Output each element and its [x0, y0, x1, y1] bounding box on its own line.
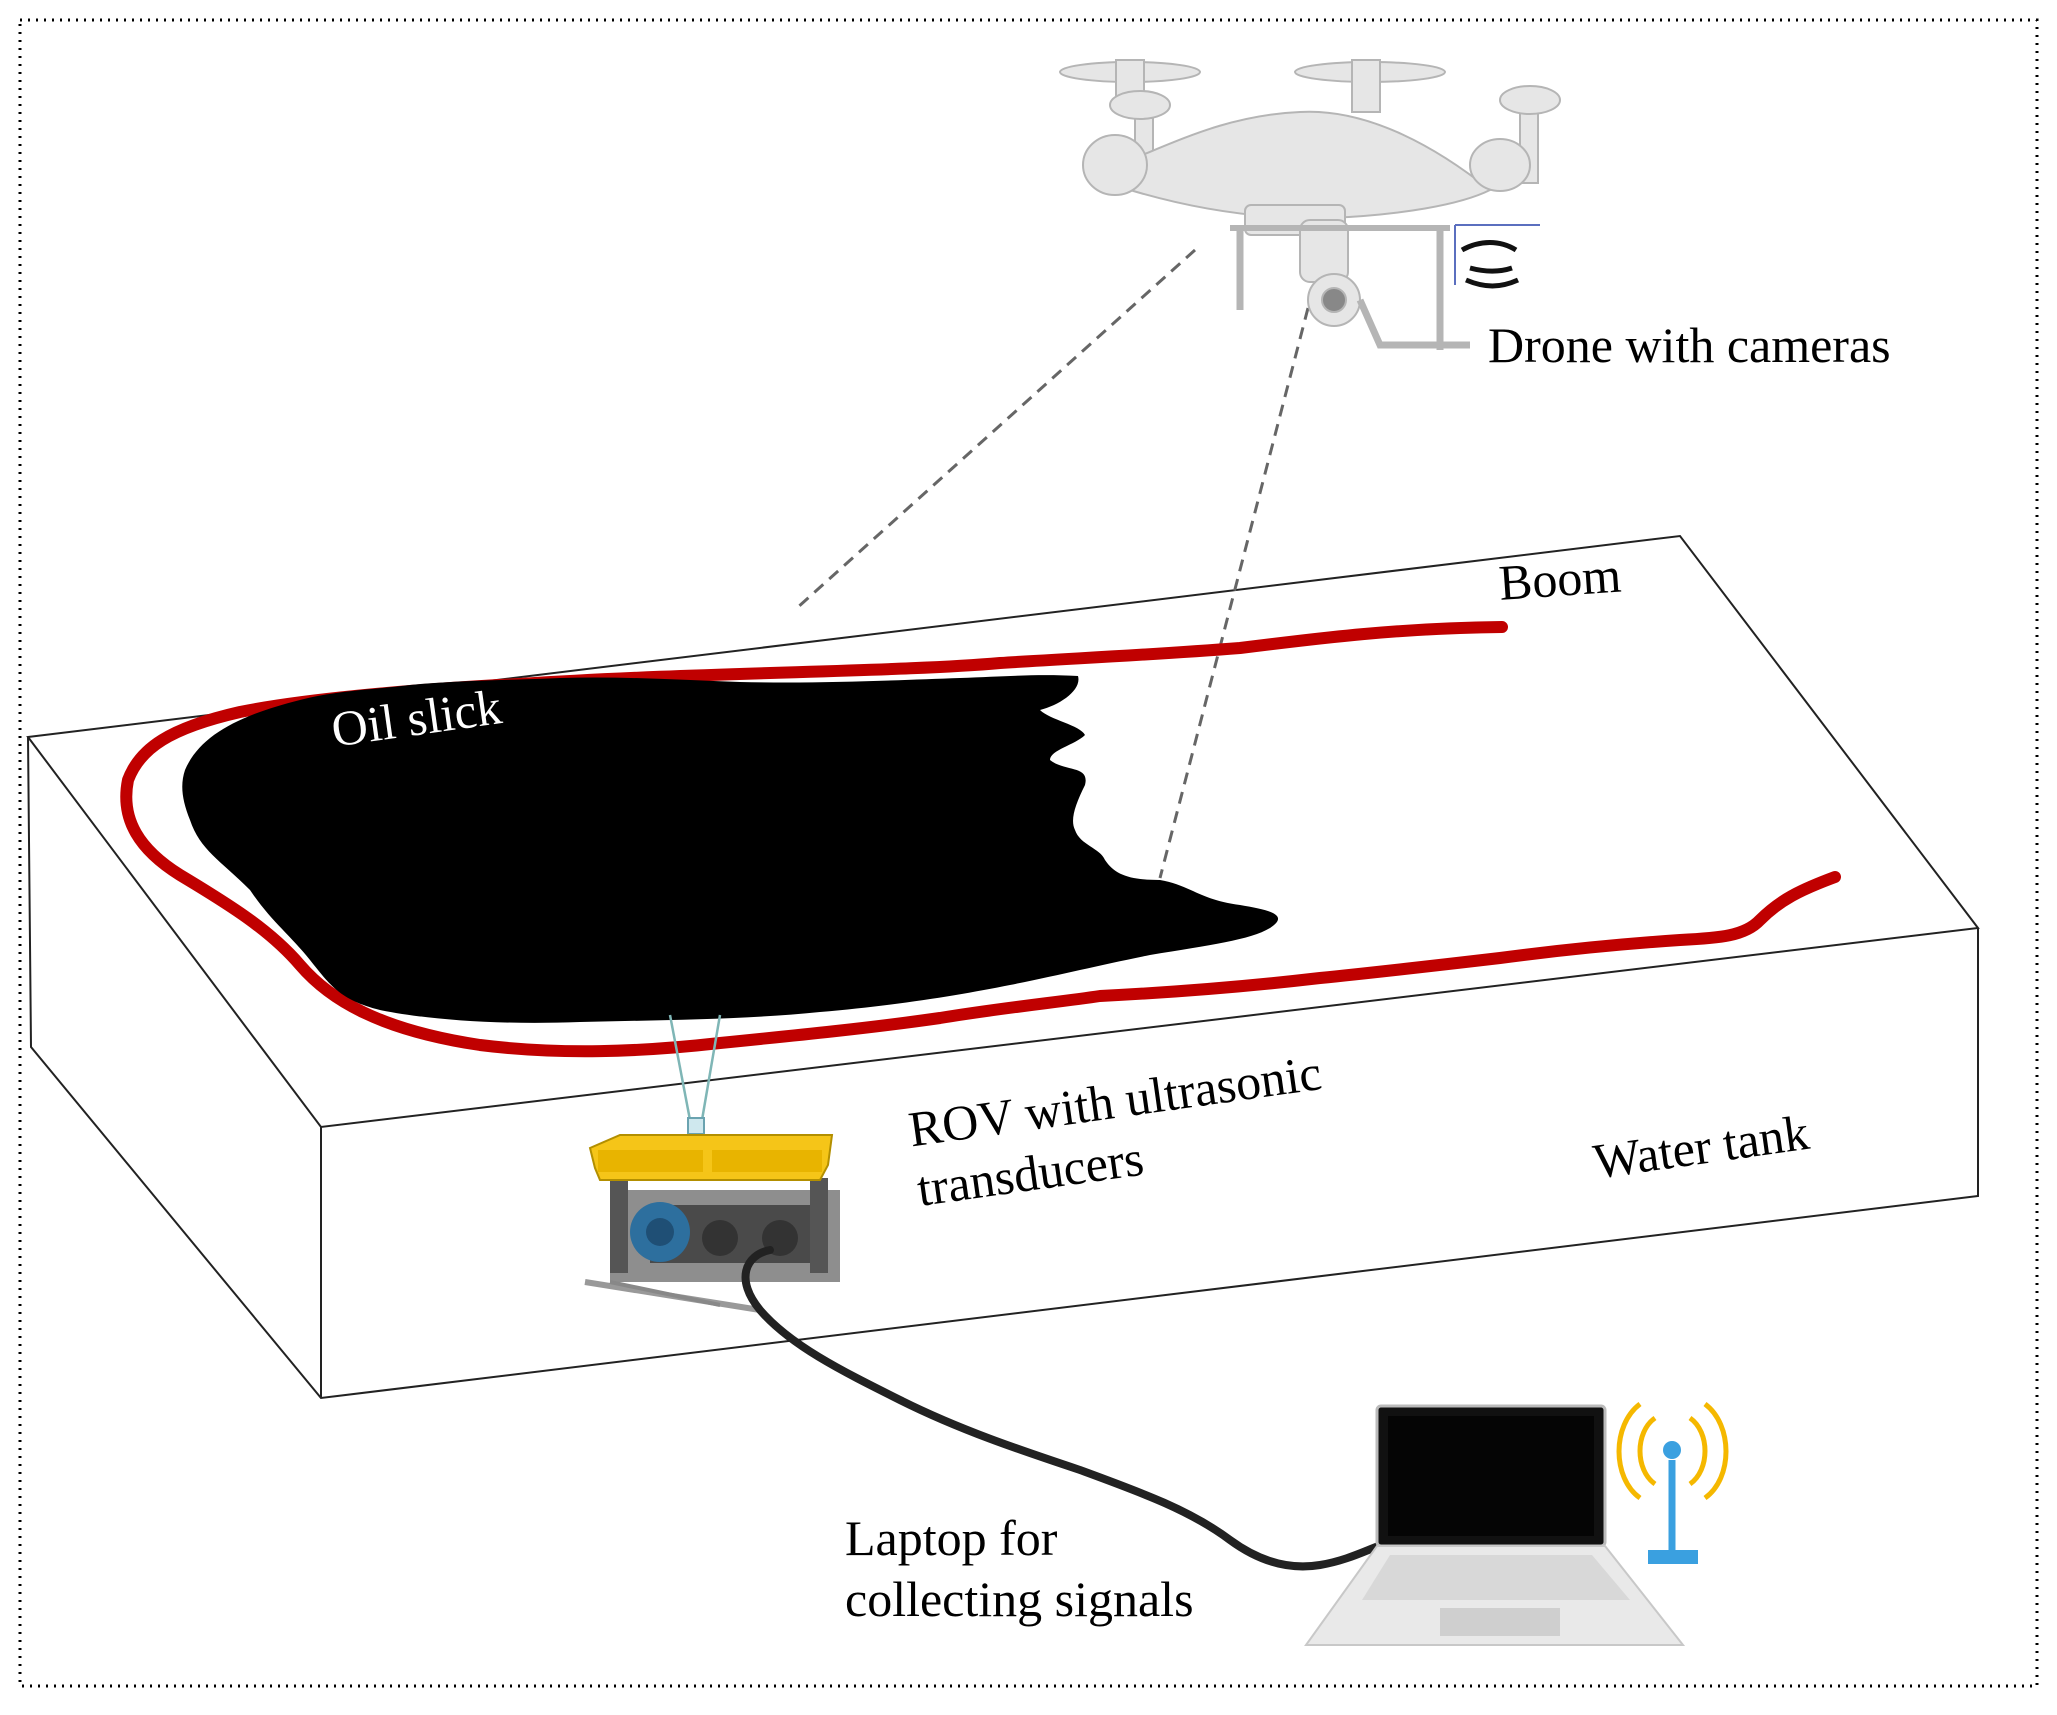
drone-icon — [1059, 59, 1561, 350]
laptop-label-line2: collecting signals — [845, 1571, 1194, 1627]
outer-frame — [18, 18, 2039, 1688]
rov-icon — [584, 1134, 840, 1313]
oil-slick — [182, 675, 1279, 1023]
rov-sensor — [687, 1117, 705, 1135]
laptop-label-line1: Laptop for — [845, 1510, 1058, 1566]
boom-label: Boom — [1496, 546, 1623, 611]
drone-view-lines — [795, 248, 1310, 879]
laptop-icon — [1304, 1404, 1686, 1646]
laptop-label: Laptop for collecting signals — [845, 1508, 1194, 1630]
tether-cable — [741, 1246, 1394, 1571]
rov-beam — [668, 1014, 722, 1121]
boom-line — [120, 621, 1841, 1058]
wireless-signal-icon — [1454, 224, 1540, 289]
antenna-icon — [1616, 1402, 1729, 1564]
drone-label: Drone with cameras — [1488, 317, 1891, 373]
